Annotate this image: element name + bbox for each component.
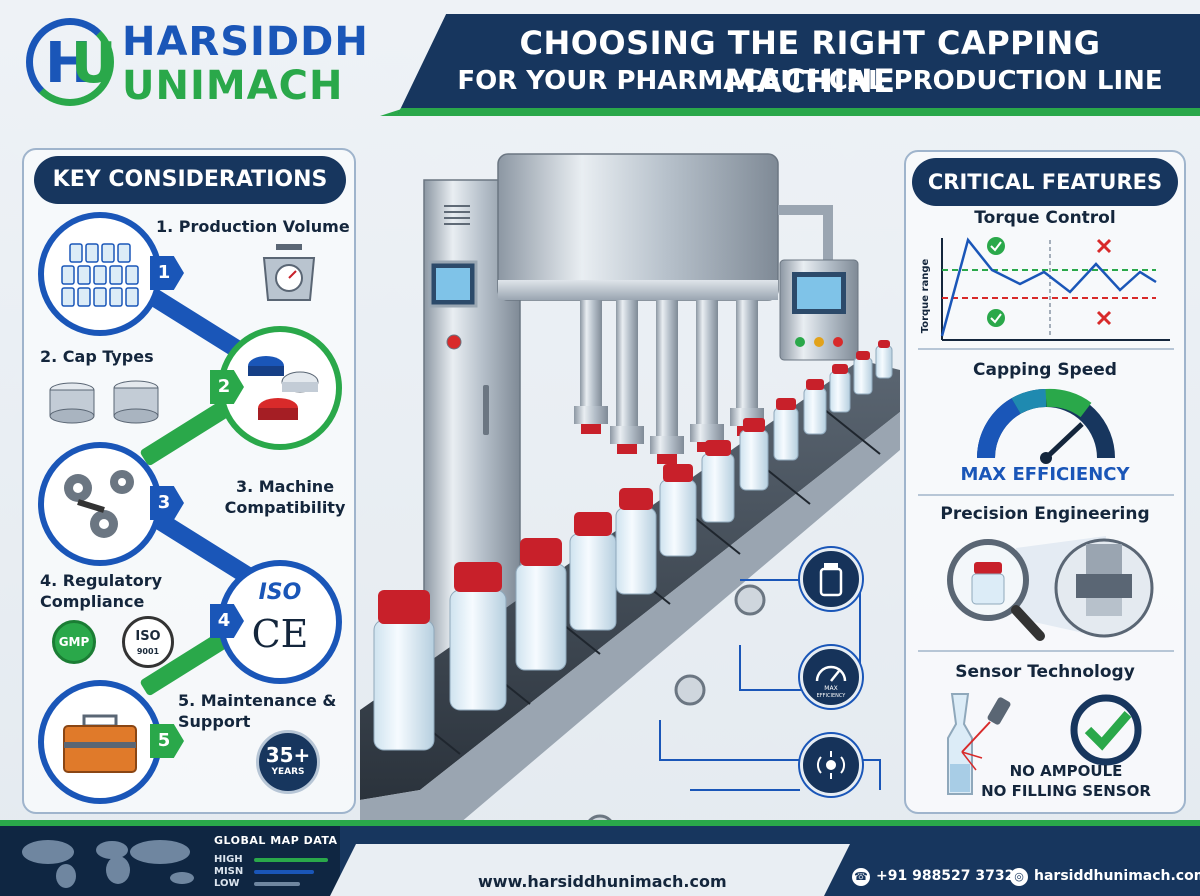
check-icon xyxy=(987,309,1005,327)
brand-logo[interactable]: H U HARSIDDH UNIMACH xyxy=(18,18,368,112)
sensor-technology-title: Sensor Technology xyxy=(955,662,1135,682)
step-3-circle[interactable] xyxy=(38,442,162,566)
footer-website-band xyxy=(330,844,850,896)
map-bar-misn xyxy=(254,870,314,874)
step-1-number: 1 xyxy=(150,256,184,290)
vial-icon xyxy=(819,563,843,597)
map-row-high: HIGH xyxy=(214,854,243,865)
footer-green-stripe xyxy=(0,820,1200,826)
sensor-caption-line1: NO AMPOULE xyxy=(1009,762,1123,780)
capping-machine-illustration: MAX EFFICIENCY xyxy=(360,150,900,846)
key-considerations-panel: KEY CONSIDERATIONS 1 1. Production Volum… xyxy=(22,148,356,814)
torque-chart: Torque range xyxy=(920,237,1170,341)
map-bar-low xyxy=(254,882,300,886)
feature-divider xyxy=(918,348,1174,350)
step-3-number: 3 xyxy=(150,486,184,520)
step-2-label: 2. Cap Types xyxy=(40,347,154,366)
cross-icon xyxy=(1096,310,1112,326)
footer-phone[interactable]: +91 988527 3732 xyxy=(876,868,1015,884)
page-title: CHOOSING THE RIGHT CAPPING MACHINE xyxy=(519,24,1101,100)
footer-website-link[interactable]: www.harsiddhunimach.com xyxy=(478,872,727,891)
phone-icon: ☎ xyxy=(852,868,870,886)
precision-engineering-title: Precision Engineering xyxy=(940,504,1150,524)
cap-types-icon xyxy=(248,356,319,420)
vials-stack-icon xyxy=(61,243,139,307)
caps-icon xyxy=(49,380,159,424)
globe-icon: ◎ xyxy=(1010,868,1028,886)
torque-control-title: Torque Control xyxy=(974,208,1116,228)
step-4-circle[interactable]: ISO CE xyxy=(218,560,342,684)
capping-speed-title: Capping Speed xyxy=(973,360,1117,380)
title-banner xyxy=(398,14,1200,114)
map-row-low: LOW xyxy=(214,878,240,889)
step-1-label: 1. Production Volume xyxy=(156,217,350,236)
feature-divider xyxy=(918,494,1174,496)
efficiency-detail-icon[interactable]: MAX EFFICIENCY xyxy=(800,646,862,708)
years-number: 35+ xyxy=(265,743,311,767)
machine-drawing xyxy=(360,153,900,846)
logo-mark-h: H xyxy=(45,31,92,96)
brand-name-line1: HARSIDDH xyxy=(122,19,369,65)
sensor-icon xyxy=(817,751,845,779)
gmp-badge: GMP xyxy=(52,620,96,664)
sensor-caption-line2: NO FILLING SENSOR xyxy=(981,782,1151,800)
ampoule-sensor-icon xyxy=(947,693,1011,795)
sensor-detail-icon[interactable] xyxy=(800,734,862,796)
gauge-text-max: MAX xyxy=(824,685,837,692)
scale-icon xyxy=(262,244,316,301)
years-text: YEARS xyxy=(271,767,305,777)
page-subtitle: FOR YOUR PHARMACEUTICAL PRODUCTION LINE xyxy=(457,66,1163,96)
ce-mark: CE xyxy=(251,612,309,656)
critical-features-panel: CRITICAL FEATURES Torque Control Torque … xyxy=(904,150,1186,814)
footer-web-contact[interactable]: harsiddhunimach.com xyxy=(1034,868,1200,884)
gears-icon xyxy=(64,470,134,538)
check-icon xyxy=(987,237,1005,255)
key-considerations-heading: KEY CONSIDERATIONS xyxy=(34,156,346,204)
torque-axis-label: Torque range xyxy=(920,258,931,333)
critical-features-heading: CRITICAL FEATURES xyxy=(912,158,1178,206)
step-5-label: 5. Maintenance & Support xyxy=(178,691,337,731)
vial-detail-icon[interactable] xyxy=(800,548,862,610)
toolbox-icon xyxy=(63,714,137,773)
gauge-icon: MAX EFFICIENCY xyxy=(815,665,847,699)
feature-divider xyxy=(918,650,1174,652)
iso-9001-badge: ISO 9001 xyxy=(122,616,174,668)
logo-mark-icon: H U xyxy=(26,18,117,106)
max-efficiency-caption: MAX EFFICIENCY xyxy=(960,464,1130,485)
gauge-text-efficiency: EFFICIENCY xyxy=(817,693,847,699)
iso-badge-text: ISO xyxy=(135,629,161,644)
magnifier-icon xyxy=(947,536,1154,641)
map-row-misn: MISN xyxy=(214,866,244,877)
brand-name-line2: UNIMACH xyxy=(122,63,344,109)
header: H U HARSIDDH UNIMACH CHOOSING THE RIGHT … xyxy=(0,0,1200,130)
step-3-label: 3. Machine Compatibility xyxy=(224,477,346,517)
step-5-circle[interactable] xyxy=(38,680,162,804)
logo-mark-u: U xyxy=(71,31,117,96)
map-title: GLOBAL MAP DATA xyxy=(214,834,338,847)
world-map-icon xyxy=(22,840,194,888)
map-bar-high xyxy=(254,858,328,862)
step-1-circle[interactable] xyxy=(38,212,162,336)
step-4-label: 4. Regulatory Compliance xyxy=(40,571,163,611)
speed-gauge-icon xyxy=(976,388,1115,464)
cross-icon xyxy=(1096,238,1112,254)
footer: GLOBAL MAP DATA HIGH MISN LOW www.harsid… xyxy=(0,820,1200,896)
iso-circle-text: ISO xyxy=(258,580,302,605)
check-icon xyxy=(1070,694,1142,766)
years-badge: 35+ YEARS xyxy=(256,730,320,794)
iso-badge-number: 9001 xyxy=(136,647,160,656)
